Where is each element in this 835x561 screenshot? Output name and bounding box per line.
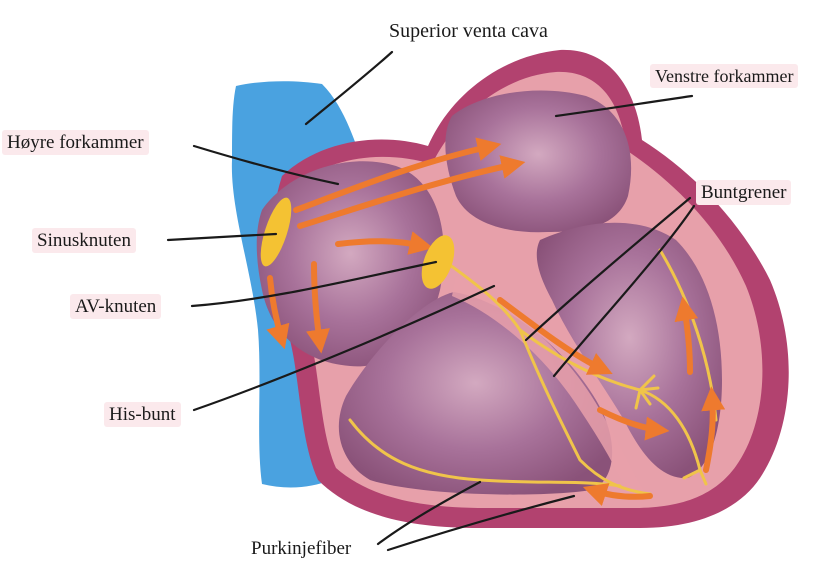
label-purkinjefiber: Purkinjefiber	[246, 536, 356, 561]
label-buntgrener: Buntgrener	[696, 180, 791, 205]
label-superior-vena-cava: Superior venta cava	[384, 18, 553, 44]
label-av-knuten: AV-knuten	[70, 294, 161, 319]
label-venstre-forkammer: Venstre forkammer	[650, 64, 798, 88]
label-his-bunt: His-bunt	[104, 402, 181, 427]
left-atrium-chamber	[445, 90, 631, 232]
label-sinusknuten: Sinusknuten	[32, 228, 136, 253]
label-hoyre-forkammer: Høyre forkammer	[2, 130, 149, 155]
